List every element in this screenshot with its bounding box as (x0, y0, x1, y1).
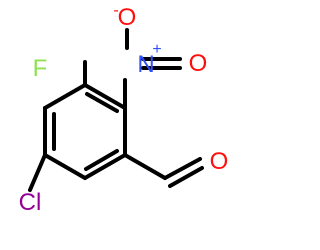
bond-inner-c5-c6 (85, 92, 119, 113)
bond-ring-cl (28, 153, 47, 192)
chemical-structure: F N + O - O Cl O (19, 2, 229, 216)
atom-fluorine: F (33, 55, 48, 82)
atom-oxygen-nitro-right: O (189, 50, 208, 77)
atom-chlorine: Cl (19, 189, 42, 216)
bond-c2-c3 (43, 153, 87, 180)
bond-c-o-aldehyde (163, 157, 202, 180)
atom-oxygen-nitro-top: O (118, 4, 137, 31)
bond-c1-c2 (83, 153, 127, 180)
bond-ring-cho (123, 153, 167, 180)
atom-nitrogen: N (137, 51, 154, 78)
atom-oxygen-nitro-top-charge: - (113, 2, 118, 19)
bond-c5-c6 (83, 83, 127, 110)
bond-c4-c5 (43, 83, 87, 110)
atom-nitrogen-charge: + (152, 41, 161, 58)
bond-c-o-aldehyde-double (168, 166, 204, 188)
bonds (28, 28, 204, 192)
bond-inner-c1-c2 (84, 149, 119, 171)
atom-oxygen-aldehyde: O (210, 148, 229, 175)
atom-labels: F N + O - O Cl O (19, 2, 229, 216)
